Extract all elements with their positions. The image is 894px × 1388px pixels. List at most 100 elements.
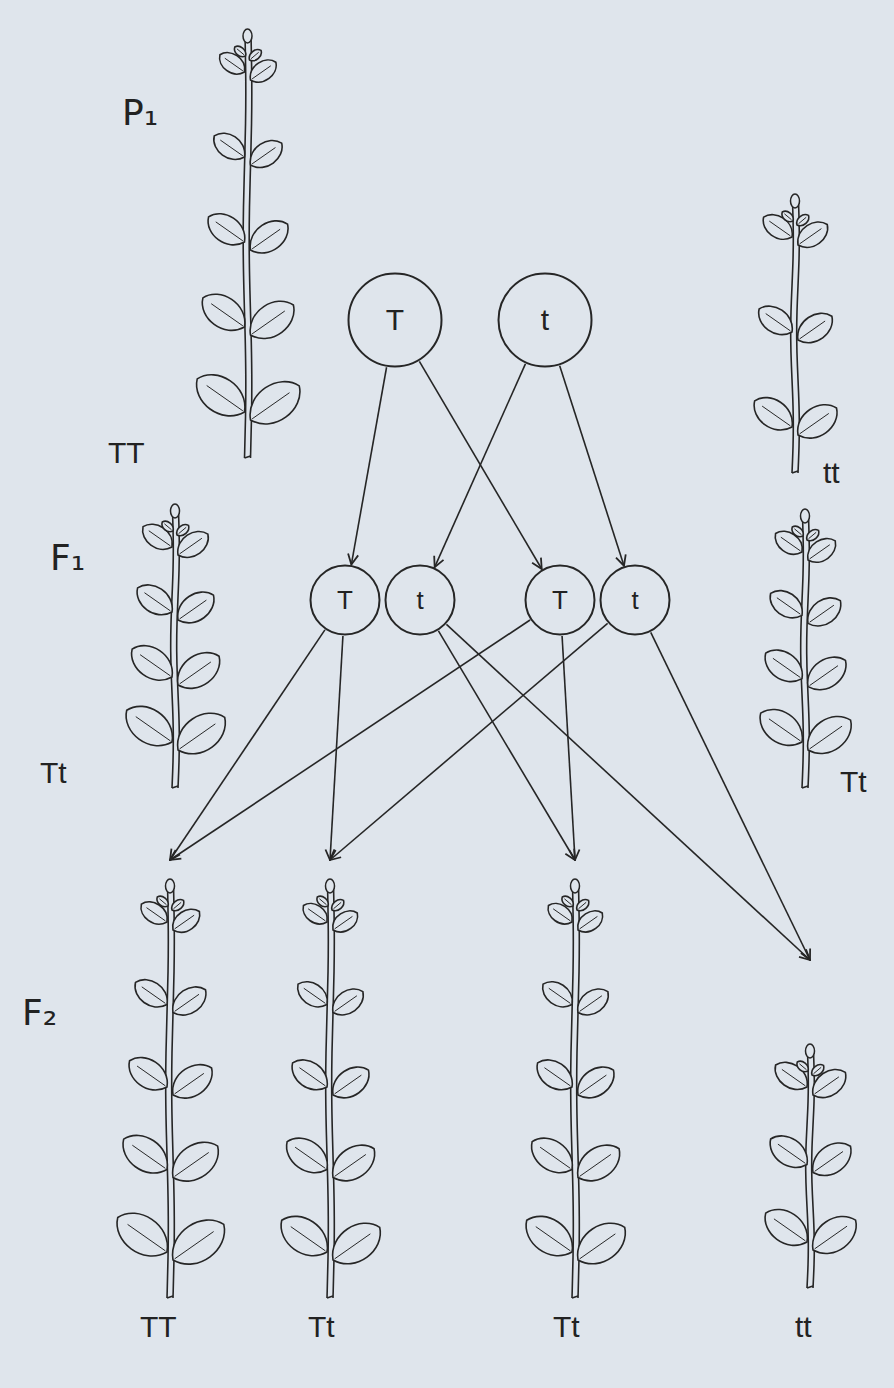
cross-arrow xyxy=(330,623,608,860)
leaf xyxy=(247,47,264,64)
leaf-midrib xyxy=(220,140,243,156)
circle-border xyxy=(499,274,592,367)
leaf-midrib xyxy=(777,598,800,614)
leaf xyxy=(791,306,839,350)
leaf xyxy=(763,1128,815,1175)
leaf-outline xyxy=(174,522,191,539)
leaf xyxy=(758,209,798,246)
stem-cut xyxy=(802,786,808,788)
leaf xyxy=(174,522,191,539)
leaf-outline xyxy=(187,365,254,426)
plant-figure xyxy=(757,1044,865,1288)
leaf xyxy=(208,127,251,166)
leaf xyxy=(240,371,309,434)
leaf-outline xyxy=(171,585,221,631)
allele-letter: T xyxy=(386,305,404,335)
leaf-outline xyxy=(115,1126,177,1182)
leaf-outline xyxy=(524,1130,581,1182)
leaf-outline xyxy=(292,976,333,1014)
leaf-midrib xyxy=(810,726,842,749)
leaf xyxy=(244,134,288,175)
leaf-outline xyxy=(122,1050,175,1099)
gamete-circle: T xyxy=(347,272,443,368)
leaf-outline xyxy=(794,212,811,229)
cross-arrow xyxy=(435,364,526,567)
leaf-outline xyxy=(800,649,853,698)
leaf-midrib xyxy=(540,1147,570,1168)
leaf-outline xyxy=(164,1133,227,1191)
plant-bud xyxy=(571,879,580,893)
leaf-outline xyxy=(752,701,811,755)
leaf-outline xyxy=(752,299,799,342)
leaf-midrib xyxy=(335,916,353,928)
leaf-outline xyxy=(801,591,847,633)
leaf-outline xyxy=(244,134,288,175)
leaf xyxy=(194,285,253,339)
genotype-label: tt xyxy=(795,1312,812,1342)
leaf-outline xyxy=(168,703,234,764)
stem-cut xyxy=(167,1296,173,1298)
leaf-midrib xyxy=(252,66,271,79)
leaf-outline xyxy=(285,1053,334,1098)
leaf-midrib xyxy=(252,229,280,249)
plant-drawing xyxy=(745,505,865,790)
leaf-midrib xyxy=(769,221,790,236)
leaf-outline xyxy=(130,578,179,623)
leaf-outline xyxy=(155,894,171,909)
leaf xyxy=(323,1213,389,1274)
gamete-circle: t xyxy=(599,564,671,636)
plant-drawing xyxy=(265,860,395,1300)
leaf-midrib xyxy=(774,1219,805,1241)
leaf-midrib xyxy=(132,1145,165,1168)
leaf xyxy=(187,365,254,426)
leaf-midrib xyxy=(174,902,182,908)
leaf-midrib xyxy=(580,996,602,1012)
leaf-midrib xyxy=(225,58,243,71)
leaf-midrib xyxy=(815,1152,843,1172)
leaf xyxy=(758,642,810,689)
leaf xyxy=(790,524,806,539)
leaf-outline xyxy=(530,1053,579,1098)
leaf-midrib xyxy=(335,1075,362,1094)
leaf-midrib xyxy=(784,214,791,220)
stem-cut xyxy=(792,471,798,473)
leaf xyxy=(801,591,847,633)
leaf-outline xyxy=(165,1056,220,1106)
leaf-outline xyxy=(790,396,845,446)
pea-plant: Tt xyxy=(260,860,400,1350)
plant-figure xyxy=(272,879,389,1298)
leaf xyxy=(165,1056,220,1106)
leaf-midrib xyxy=(207,386,243,411)
leaf-midrib xyxy=(136,717,171,741)
leaf-midrib xyxy=(809,532,817,538)
leaf xyxy=(124,637,181,689)
cross-arrow xyxy=(419,361,541,569)
leaf-outline xyxy=(568,1213,634,1274)
leaf-outline xyxy=(107,1203,177,1267)
allele-letter: t xyxy=(416,587,423,613)
pea-plant: Tt xyxy=(505,860,645,1350)
leaf-outline xyxy=(572,983,614,1022)
genotype-label: tt xyxy=(823,458,840,488)
leaf xyxy=(164,1133,227,1191)
leaf-outline xyxy=(804,527,821,544)
cross-arrow xyxy=(351,367,386,564)
allele-letter: t xyxy=(631,587,638,613)
stem-line xyxy=(806,1055,809,1288)
plant-figure xyxy=(752,509,860,788)
leaf-outline xyxy=(194,285,253,339)
leaf-outline xyxy=(327,983,369,1022)
leaf-outline xyxy=(517,1207,581,1266)
stem-line xyxy=(801,520,804,788)
leaf-outline xyxy=(201,206,252,253)
pea-plant: TT xyxy=(100,10,315,490)
leaf xyxy=(168,703,234,764)
circle-border xyxy=(601,566,670,635)
leaf xyxy=(574,897,591,914)
leaf-outline xyxy=(208,127,251,166)
genotype-label: TT xyxy=(108,438,145,468)
leaf-outline xyxy=(117,697,181,756)
leaf-midrib xyxy=(800,229,822,244)
leaf-midrib xyxy=(128,1224,166,1250)
